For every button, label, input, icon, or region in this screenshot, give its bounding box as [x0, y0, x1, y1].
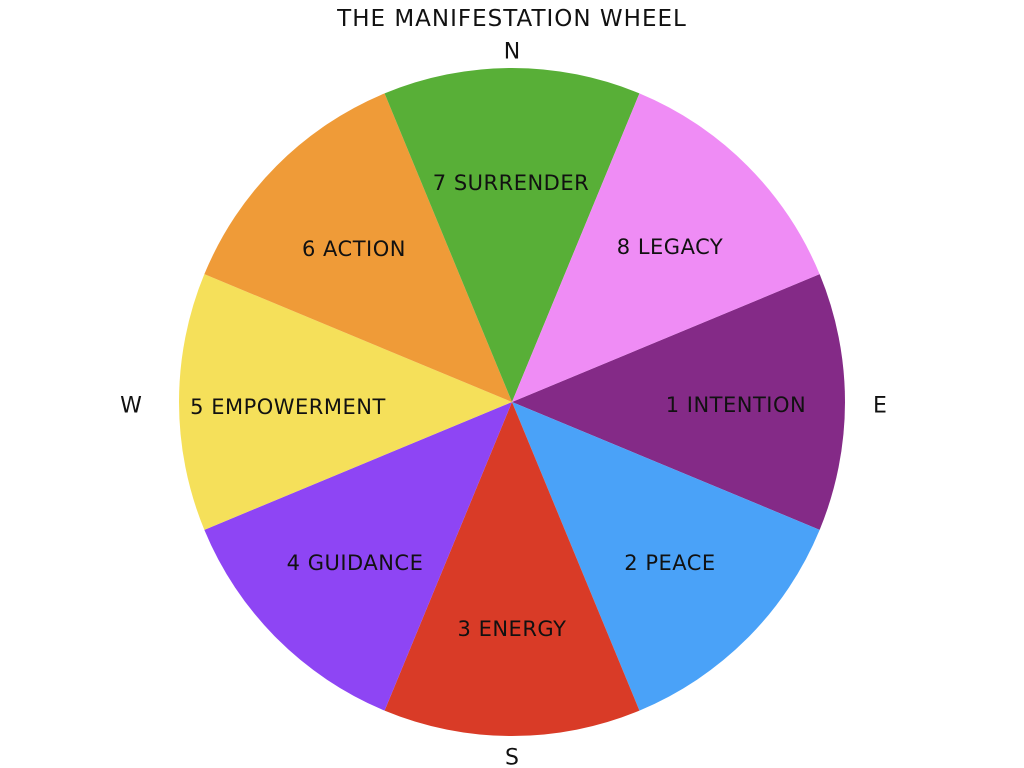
compass-east-label: E — [873, 393, 887, 419]
compass-west-label: W — [120, 393, 142, 419]
wheel-segment-label-3: 3 ENERGY — [458, 617, 567, 641]
wheel-segment-4 — [204, 402, 512, 711]
wheel-segment-label-5: 5 EMPOWERMENT — [190, 395, 386, 419]
wheel-segment-1 — [512, 274, 845, 530]
wheel-segment-7 — [384, 67, 640, 403]
wheel-segment-label-4: 4 GUIDANCE — [287, 551, 424, 575]
compass-north-label: N — [503, 39, 521, 65]
wheel-segment-6 — [204, 93, 512, 403]
wheel-segment-label-7: 7 SURRENDER — [433, 171, 589, 195]
wheel-segment-label-1: 1 INTENTION — [666, 393, 807, 417]
wheel-segment-8 — [512, 93, 820, 403]
compass-south-label: S — [505, 745, 519, 768]
diagram-title: THE MANIFESTATION WHEEL — [337, 6, 687, 32]
wheel-segment-3 — [384, 402, 640, 737]
wheel-segment-label-6: 6 ACTION — [302, 237, 406, 261]
wheel-segment-label-8: 8 LEGACY — [617, 235, 723, 259]
wheel-segment-5 — [179, 274, 513, 530]
wheel-segment-2 — [512, 402, 820, 711]
wheel-segment-label-2: 2 PEACE — [624, 551, 715, 575]
